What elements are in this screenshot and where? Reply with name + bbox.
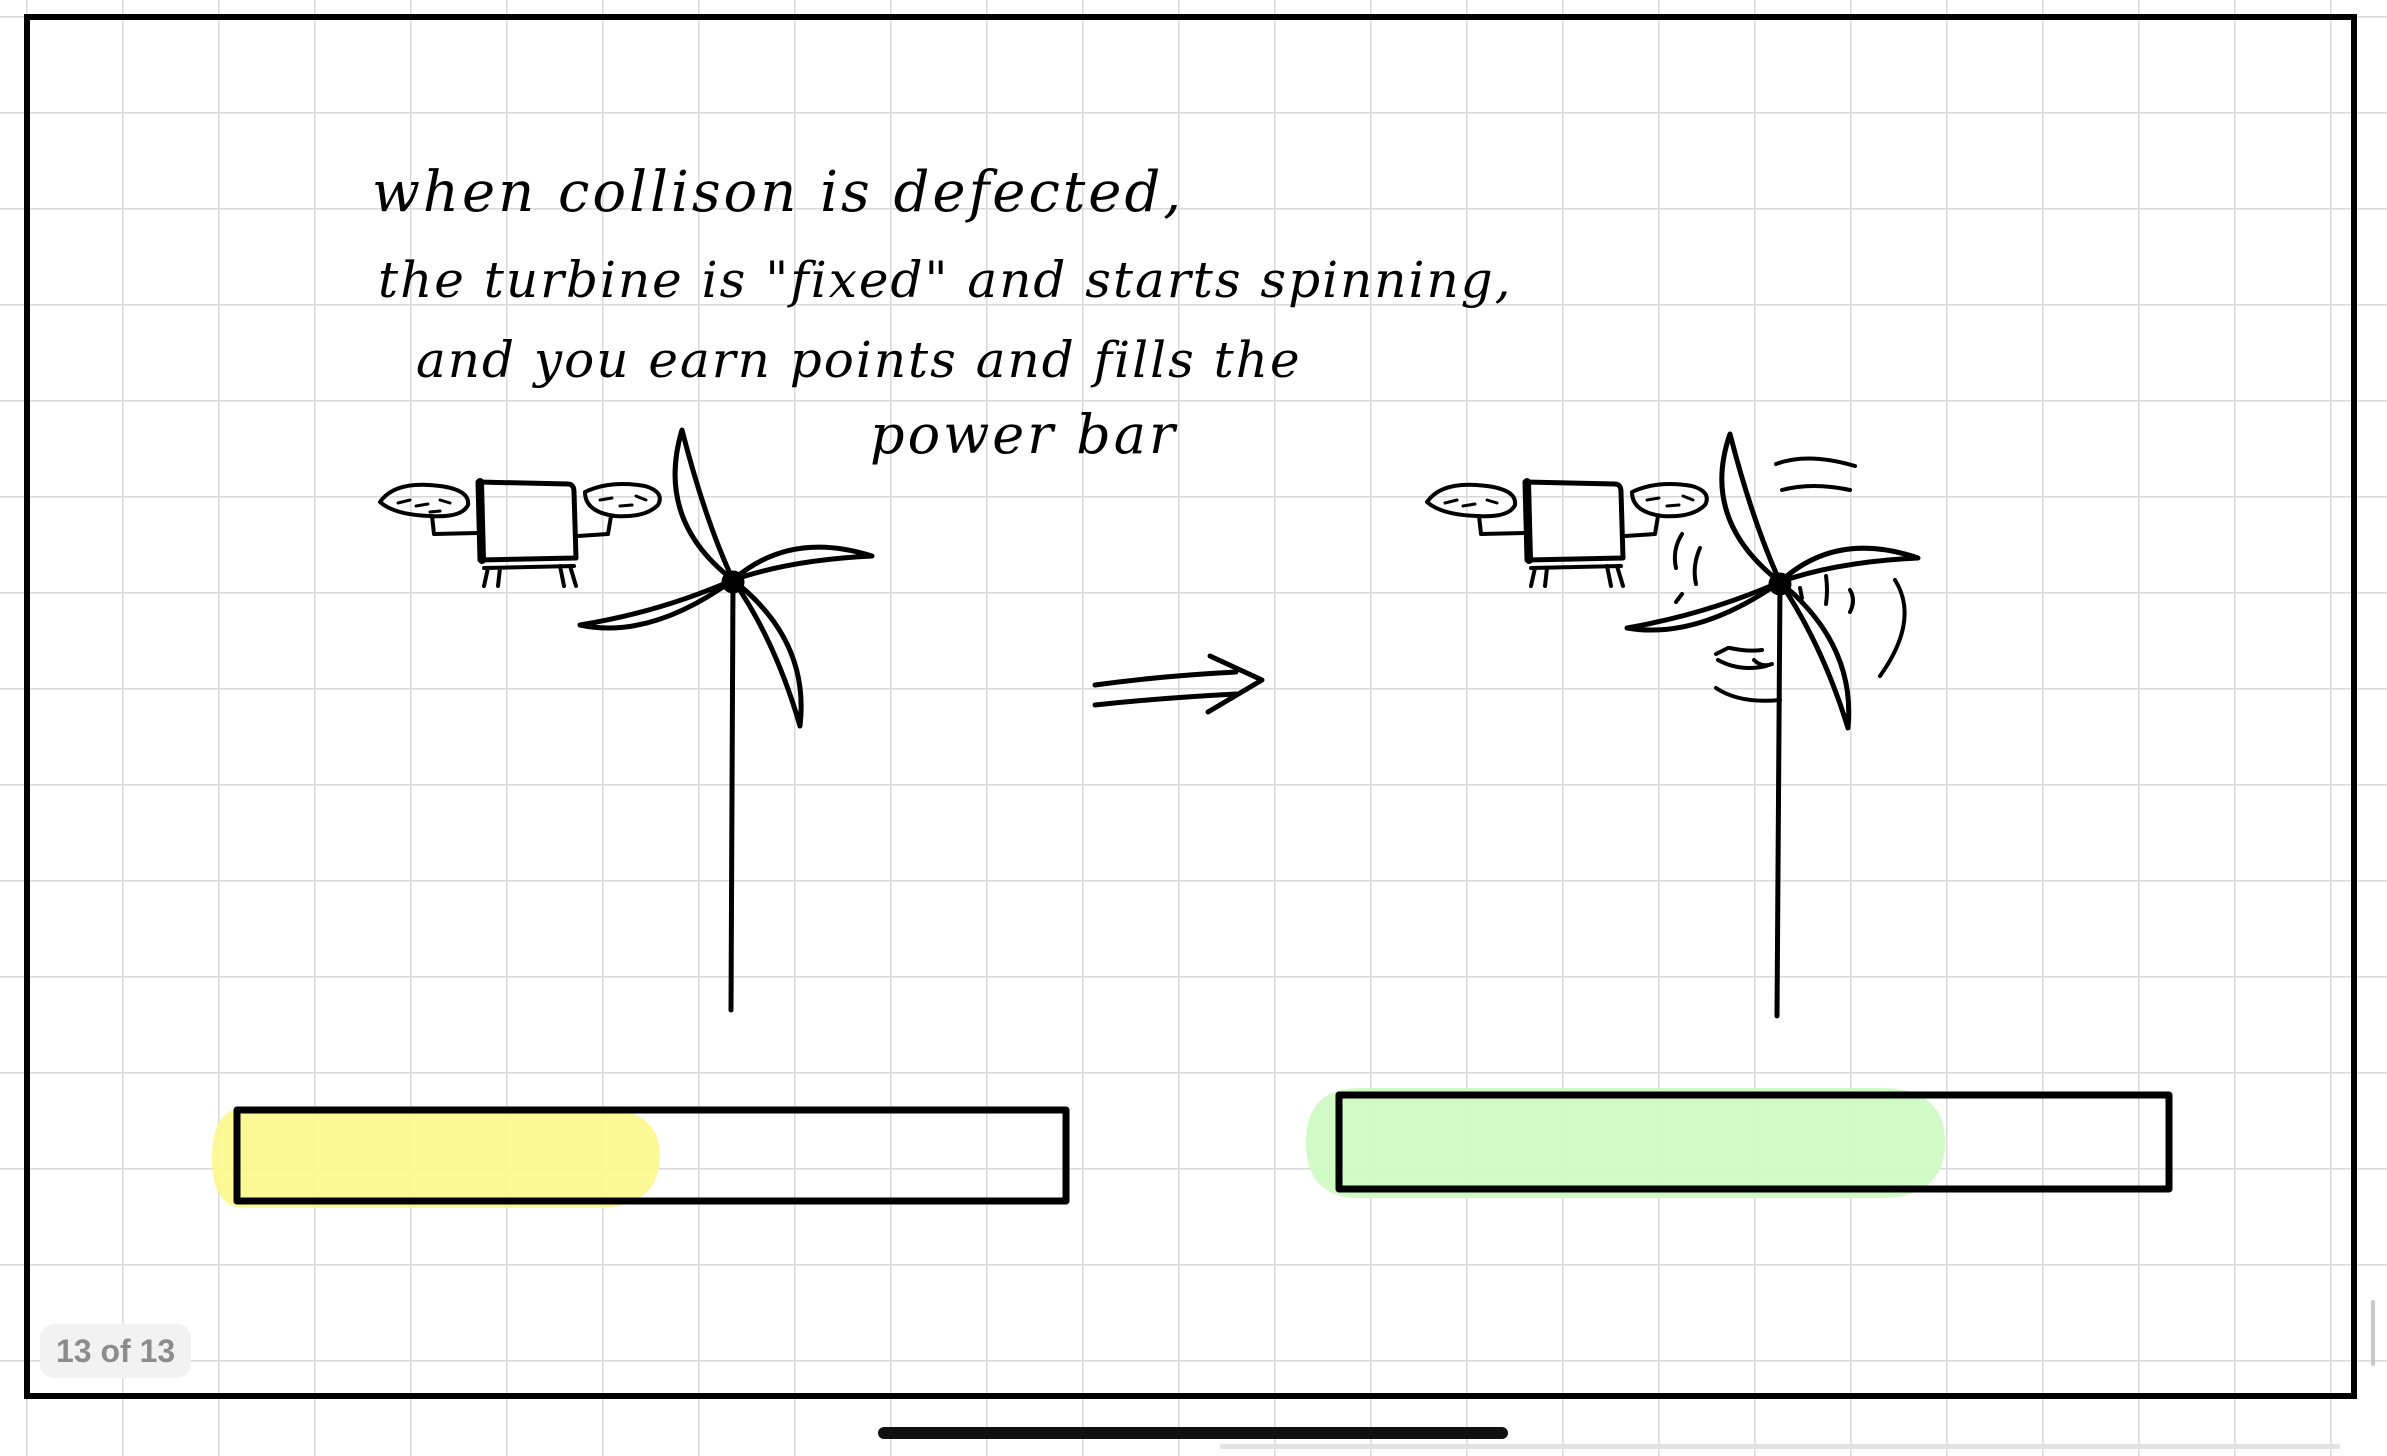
note-line-1: when collison is defected, (372, 160, 1185, 225)
power-bar-fill-highlight-yellow (212, 1108, 660, 1208)
spin-motion-lines (1672, 456, 1907, 703)
canvas-frame (24, 14, 2357, 1399)
power-bar-fill-highlight-green (1306, 1088, 1945, 1198)
wind-turbine-icon (1624, 431, 1921, 1019)
home-indicator[interactable] (878, 1427, 1508, 1439)
note-line-3: and you earn points and fills the (416, 331, 1302, 389)
horizontal-scroll-indicator[interactable] (1220, 1444, 2340, 1449)
drone-icon (378, 478, 662, 588)
power-bar-before (233, 1106, 1070, 1205)
vertical-scroll-indicator[interactable] (2371, 1300, 2375, 1366)
note-line-4: power bar (870, 403, 1178, 466)
power-bar-after (1335, 1091, 2173, 1193)
double-arrow-right-icon (1092, 653, 1265, 715)
drone-icon (1425, 478, 1709, 588)
wind-turbine-icon (577, 427, 875, 1013)
page-indicator[interactable]: 13 of 13 (40, 1324, 192, 1378)
note-line-2: the turbine is "fixed" and starts spinni… (378, 251, 1513, 309)
